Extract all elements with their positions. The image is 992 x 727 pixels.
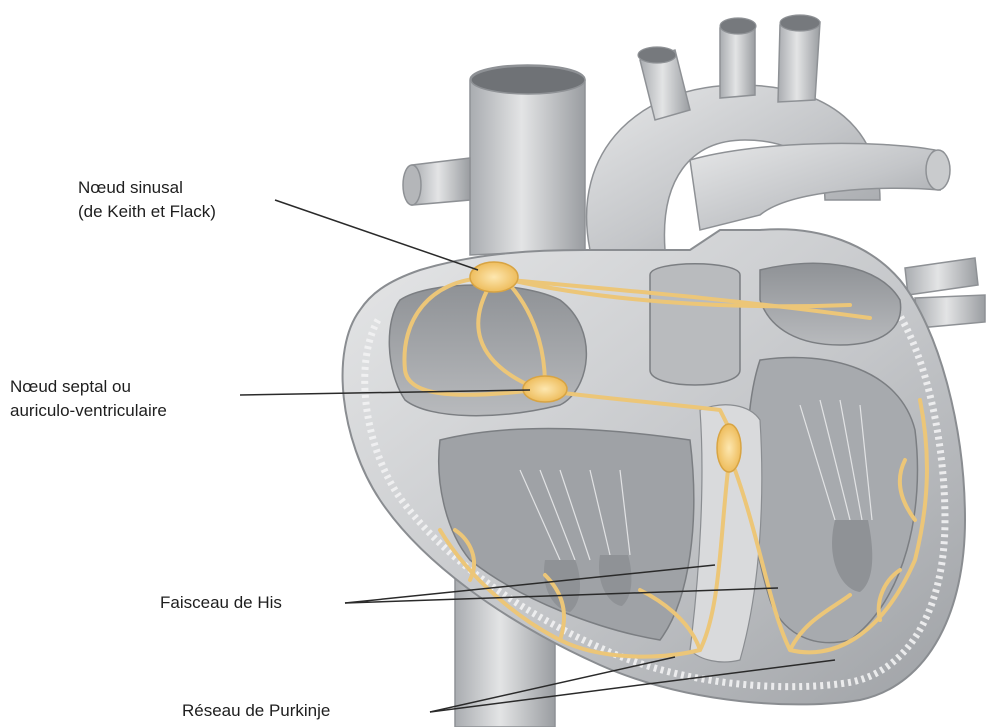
pulmonary-vein-right-upper bbox=[905, 258, 978, 295]
av-node-label-line1: Nœud septal ou bbox=[10, 375, 167, 399]
left-subclavian-artery bbox=[778, 22, 820, 102]
aortic-root bbox=[650, 264, 740, 385]
sa-node bbox=[470, 262, 518, 292]
pulmonary-trunk bbox=[690, 143, 940, 230]
sa-node-label: Nœud sinusal (de Keith et Flack) bbox=[78, 176, 216, 224]
sa-node-label-line2: (de Keith et Flack) bbox=[78, 200, 216, 224]
av-node bbox=[523, 376, 567, 402]
purkinje-label: Réseau de Purkinje bbox=[182, 699, 330, 723]
bundle-of-his-label: Faisceau de His bbox=[160, 591, 282, 615]
sa-node-label-line1: Nœud sinusal bbox=[78, 176, 216, 200]
left-carotid-artery bbox=[720, 25, 755, 98]
superior-vena-cava-opening bbox=[471, 66, 585, 94]
av-node-label-line2: auriculo-ventriculaire bbox=[10, 399, 167, 423]
av-node-label: Nœud septal ou auriculo-ventriculaire bbox=[10, 375, 167, 423]
his-bundle-node bbox=[717, 424, 741, 472]
leader-sa-node bbox=[275, 200, 478, 270]
